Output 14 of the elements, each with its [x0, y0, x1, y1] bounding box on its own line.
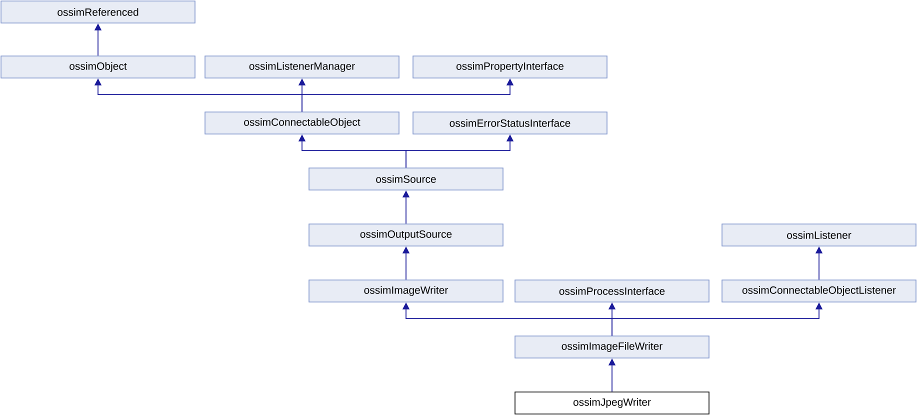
class-box: ossimListenerManager: [204, 56, 400, 78]
class-box: ossimJpegWriter: [514, 392, 710, 414]
class-box: ossimErrorStatusInterface: [412, 112, 608, 134]
class-box: ossimConnectableObjectListener: [722, 280, 916, 302]
class-box: ossimObject: [0, 56, 196, 78]
class-box: ossimImageWriter: [308, 280, 504, 302]
class-box: ossimReferenced: [0, 0, 196, 24]
class-box: ossimOutputSource: [308, 224, 504, 246]
class-box: ossimListener: [722, 224, 916, 246]
class-box: ossimPropertyInterface: [412, 56, 608, 78]
class-box: ossimImageFileWriter: [514, 336, 710, 358]
class-box: ossimProcessInterface: [514, 280, 710, 302]
class-box: ossimSource: [308, 168, 504, 190]
class-box: ossimConnectableObject: [204, 112, 400, 134]
